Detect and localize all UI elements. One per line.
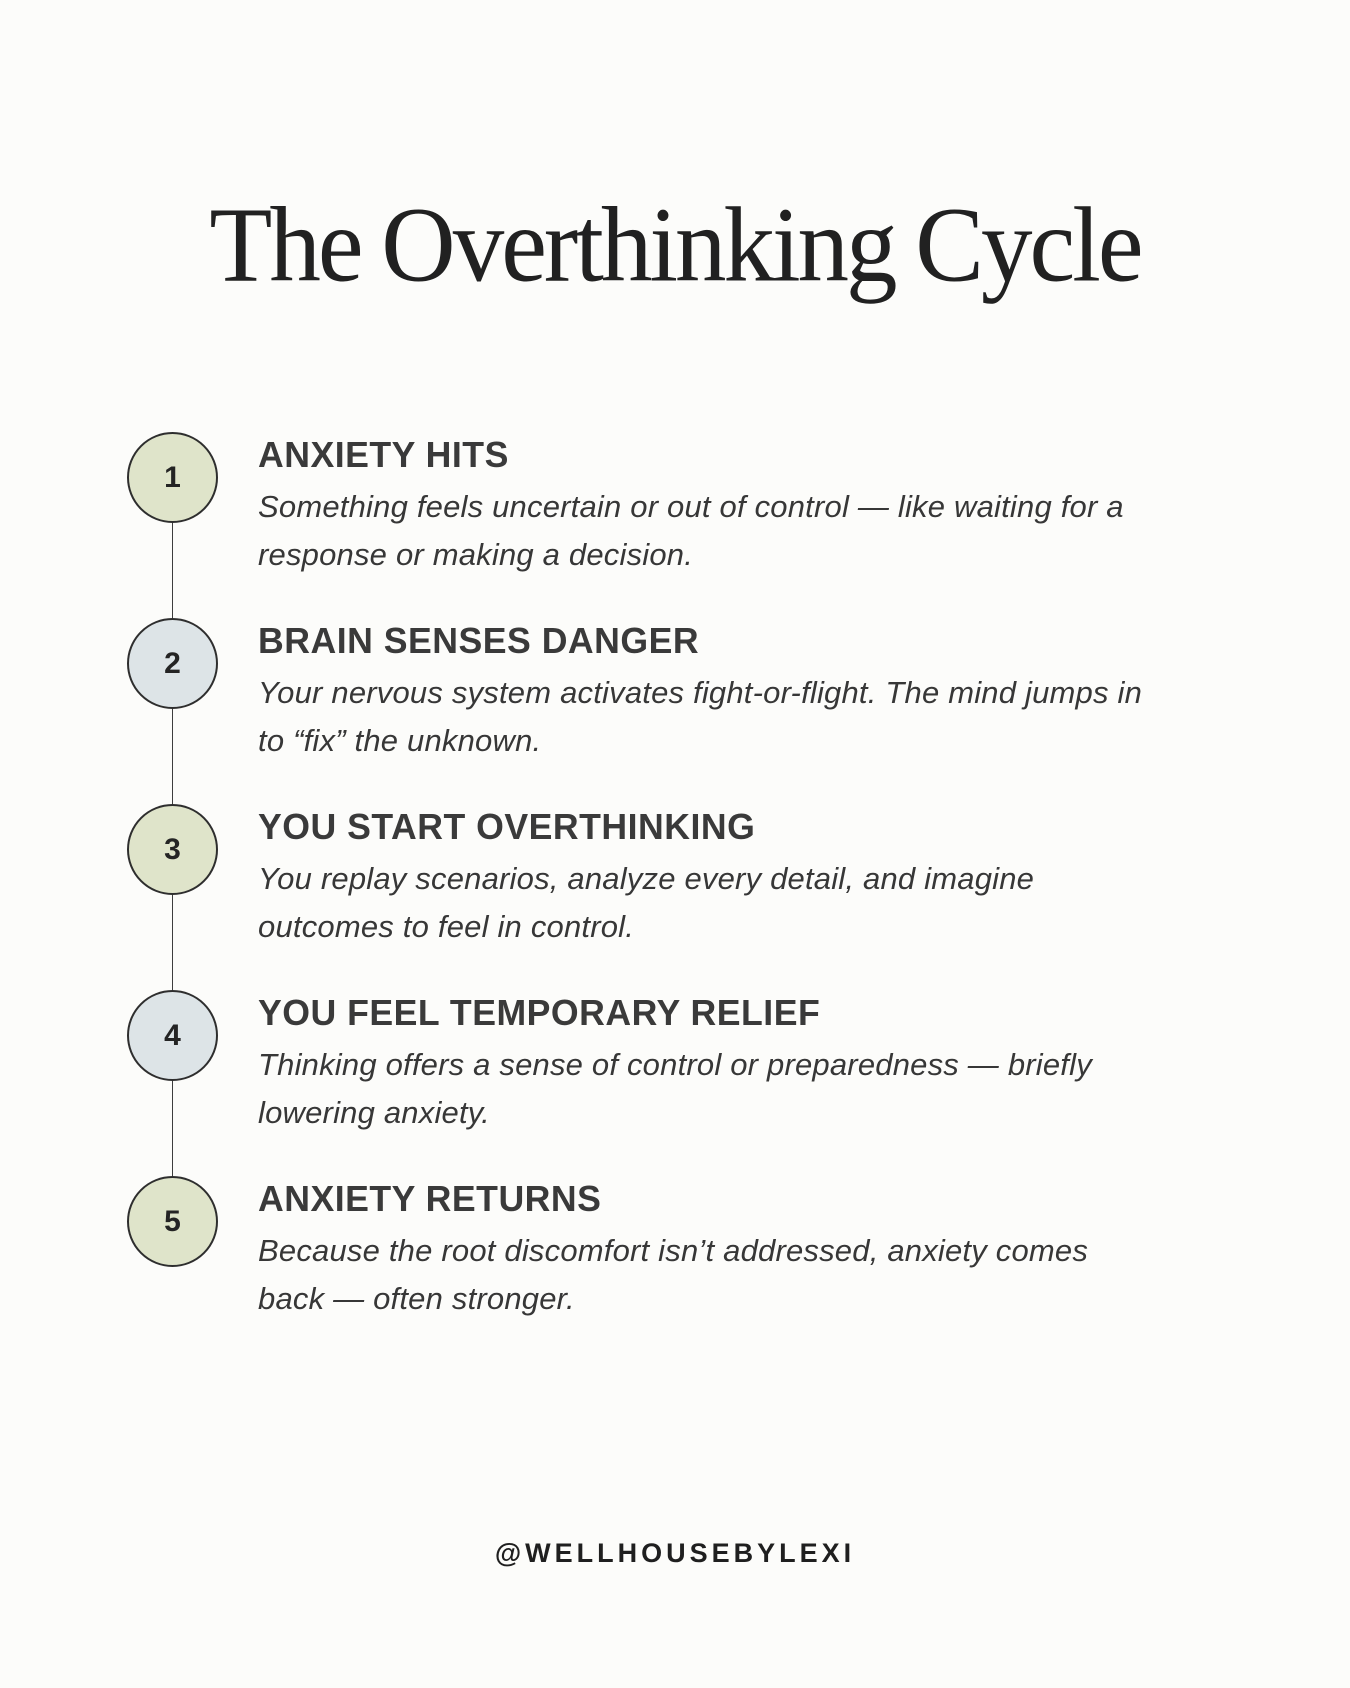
step-4-text: YOU FEEL TEMPORARY RELIEF Thinking offer…	[258, 990, 1158, 1137]
step-description: Something feels uncertain or out of cont…	[258, 489, 1124, 572]
step-3-you-start-overthinking: 3 YOU START OVERTHINKING You replay scen…	[127, 804, 1237, 990]
step-3-number-badge: 3	[127, 804, 218, 895]
step-heading: BRAIN SENSES DANGER	[258, 620, 700, 661]
step-3-text: YOU START OVERTHINKING You replay scenar…	[258, 804, 1158, 951]
step-1-number-badge: 1	[127, 432, 218, 523]
step-1-anxiety-hits: 1 ANXIETY HITS Something feels uncertain…	[127, 432, 1237, 618]
step-description: Because the root discomfort isn’t addres…	[258, 1233, 1089, 1316]
step-2-brain-senses-danger: 2 BRAIN SENSES DANGER Your nervous syste…	[127, 618, 1237, 804]
step-4-number-badge: 4	[127, 990, 218, 1081]
step-2-number-badge: 2	[127, 618, 218, 709]
social-handle: @WELLHOUSEBYLEXI	[494, 1538, 856, 1568]
step-5-text: ANXIETY RETURNS Because the root discomf…	[258, 1176, 1158, 1323]
step-heading: ANXIETY RETURNS	[258, 1178, 602, 1219]
step-description: Your nervous system activates fight-or-f…	[258, 675, 1143, 758]
step-number: 1	[164, 460, 181, 494]
step-1-text: ANXIETY HITS Something feels uncertain o…	[258, 432, 1158, 579]
page-title: The Overthinking Cycle	[209, 185, 1143, 305]
overthinking-cycle-steps: 1 ANXIETY HITS Something feels uncertain…	[127, 432, 1237, 1362]
step-number: 2	[164, 646, 181, 680]
step-4-you-feel-temporary-relief: 4 YOU FEEL TEMPORARY RELIEF Thinking off…	[127, 990, 1237, 1176]
step-description: You replay scenarios, analyze every deta…	[258, 861, 1035, 944]
step-heading: ANXIETY HITS	[258, 434, 509, 475]
step-5-number-badge: 5	[127, 1176, 218, 1267]
step-5-anxiety-returns: 5 ANXIETY RETURNS Because the root disco…	[127, 1176, 1237, 1362]
step-number: 3	[164, 832, 181, 866]
step-description: Thinking offers a sense of control or pr…	[258, 1047, 1092, 1130]
step-heading: YOU START OVERTHINKING	[258, 806, 756, 847]
step-number: 5	[164, 1204, 181, 1238]
step-heading: YOU FEEL TEMPORARY RELIEF	[258, 992, 821, 1033]
step-2-text: BRAIN SENSES DANGER Your nervous system …	[258, 618, 1158, 765]
step-number: 4	[164, 1018, 181, 1052]
